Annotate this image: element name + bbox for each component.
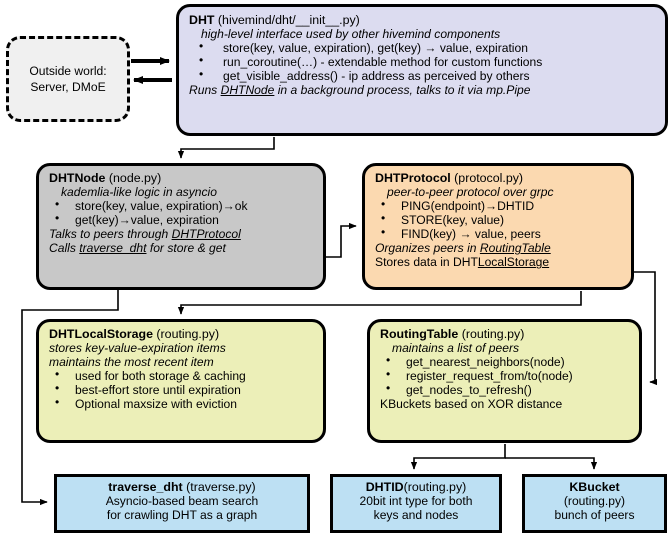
dhtnode-bullet-1: get(key)→value, expiration <box>49 212 317 227</box>
node-dhtnode[interactable]: DHTNode (node.py) kademlia-like logic in… <box>36 163 326 290</box>
dht-bullet-0: store(key, value, expiration), get(key) … <box>189 40 657 55</box>
edge-dht-to-dhtnode <box>177 137 275 159</box>
routingtable-title: RoutingTable (routing.py) <box>380 327 633 341</box>
kbucket-line1: bunch of peers <box>554 508 635 523</box>
dhtprotocol-bullet-list: PING(endpoint)→DHTID STORE(key, value) F… <box>375 198 625 241</box>
routingtable-name: RoutingTable <box>380 327 459 341</box>
kbucket-name: KBucket <box>569 480 620 494</box>
dhtlocalstorage-name: DHTLocalStorage <box>49 327 153 341</box>
traverse-dht-file: (traverse.py) <box>186 480 256 494</box>
dhtlocalstorage-bullet-0: used for both storage & caching <box>49 368 317 383</box>
routingtable-bullet-list: get_nearest_neighbors(node) register_req… <box>380 354 633 397</box>
traverse-dht-name: traverse_dht <box>108 480 183 494</box>
node-kbucket[interactable]: KBucket (routing.py) bunch of peers <box>522 474 667 533</box>
node-outside-world[interactable]: Outside world: Server, DMoE <box>6 36 130 122</box>
kbucket-file: (routing.py) <box>563 494 626 509</box>
traverse-dht-line2: for crawling DHT as a graph <box>106 508 258 523</box>
node-dhtprotocol[interactable]: DHTProtocol (protocol.py) peer-to-peer p… <box>362 163 634 290</box>
node-dht[interactable]: DHT (hivemind/dht/__init__.py) high-leve… <box>176 4 668 136</box>
dhtlocalstorage-bullet-2: Optional maxsize with eviction <box>49 396 317 411</box>
node-routingtable[interactable]: RoutingTable (routing.py) maintains a li… <box>367 319 642 443</box>
dhtprotocol-subtitle: peer-to-peer protocol over grpc <box>387 185 554 200</box>
edge-dhtprotocol-to-localstorage <box>177 291 582 315</box>
node-traverse-dht[interactable]: traverse_dht (traverse.py) Asyncio-based… <box>54 474 310 533</box>
dhtnode-name: DHTNode <box>49 171 106 185</box>
dhtnode-file: (node.py) <box>108 171 162 185</box>
dht-bullet-1: run_coroutine(…) - extendable method for… <box>189 54 657 69</box>
outside-world-text: Outside world: Server, DMoE <box>29 63 106 96</box>
dht-name: DHT <box>189 13 215 27</box>
dhtlocalstorage-bullet-list: used for both storage & caching best-eff… <box>49 368 317 411</box>
dhtprotocol-name: DHTProtocol <box>375 171 451 185</box>
dhtnode-footer-2: Calls traverse_dht for store & get <box>49 241 317 255</box>
dhtprotocol-file: (protocol.py) <box>454 171 524 185</box>
dht-subtitle: high-level interface used by other hivem… <box>201 27 501 42</box>
dht-title: DHT (hivemind/dht/__init__.py) <box>189 13 657 27</box>
dhtprotocol-bullet-1: STORE(key, value) <box>375 212 625 227</box>
dhtid-file: (routing.py) <box>403 480 467 494</box>
traverse-dht-line1: Asyncio-based beam search <box>105 494 259 509</box>
dhtprotocol-footer2-pre: Stores data in DHT <box>375 255 478 270</box>
dhtnode-footer-1: Talks to peers through DHTProtocol <box>49 227 317 241</box>
dhtlocalstorage-subtitle-2: maintains the most recent item <box>49 355 214 370</box>
dhtprotocol-footer-1: Organizes peers in RoutingTable <box>375 241 625 255</box>
node-dhtlocalstorage[interactable]: DHTLocalStorage (routing.py) stores key-… <box>36 319 326 443</box>
outside-world-line1: Outside world: <box>29 63 107 78</box>
dhtprotocol-footer2-link[interactable]: LocalStorage <box>477 255 550 270</box>
dht-footer: Runs DHTNode in a background process, ta… <box>189 83 657 97</box>
routingtable-subtitle: maintains a list of peers <box>392 341 520 356</box>
routingtable-file: (routing.py) <box>461 327 525 341</box>
dhtprotocol-bullet-2: FIND(key) → value, peers <box>375 226 625 241</box>
dhtlocalstorage-bullet-1: best-effort store until expiration <box>49 382 317 397</box>
dhtnode-title: DHTNode (node.py) <box>49 171 317 185</box>
dhtid-title: DHTID(routing.py) <box>337 480 495 494</box>
dhtprotocol-footer-2: Stores data in DHTLocalStorage <box>375 255 625 269</box>
dht-footer-pre: Runs <box>189 83 221 98</box>
traverse-dht-title: traverse_dht (traverse.py) <box>61 480 303 494</box>
kbucket-title: KBucket <box>529 480 660 494</box>
dhtprotocol-title: DHTProtocol (protocol.py) <box>375 171 625 185</box>
dhtnode-subtitle: kademlia-like logic in asyncio <box>61 185 217 200</box>
dhtprotocol-footer1-link[interactable]: RoutingTable <box>479 241 551 256</box>
edge-dhtnode-to-dhtprotocol <box>322 222 357 258</box>
dhtlocalstorage-subtitle-1: stores key-value-expiration items <box>49 341 226 356</box>
dhtnode-footer1-pre: Talks to peers through <box>49 227 172 242</box>
dhtid-line2: keys and nodes <box>373 508 459 523</box>
routingtable-bullet-0: get_nearest_neighbors(node) <box>380 354 633 369</box>
outside-world-line2: Server, DMoE <box>30 80 106 94</box>
routingtable-bullet-1: register_request_from/to(node) <box>380 368 633 383</box>
dhtid-name: DHTID <box>365 480 404 494</box>
routingtable-footer: KBuckets based on XOR distance <box>380 397 563 412</box>
edge-routingtable-to-dhtid <box>410 444 506 470</box>
dhtnode-bullet-list: store(key, value, expiration)→ok get(key… <box>49 198 317 227</box>
dhtprotocol-bullet-0: PING(endpoint)→DHTID <box>375 198 625 213</box>
dhtnode-footer1-link[interactable]: DHTProtocol <box>171 227 241 242</box>
dhtid-line1: 20bit int type for both <box>359 494 473 509</box>
dhtlocalstorage-file: (routing.py) <box>156 327 220 341</box>
dht-bullet-list: store(key, value, expiration), get(key) … <box>189 40 657 83</box>
dht-footer-post: in a background process, talks to it via… <box>274 83 531 98</box>
dhtnode-footer2-post: for store & get <box>146 241 226 256</box>
node-dhtid[interactable]: DHTID(routing.py) 20bit int type for bot… <box>330 474 502 533</box>
dhtnode-bullet-0: store(key, value, expiration)→ok <box>49 198 317 213</box>
dhtprotocol-footer1-pre: Organizes peers in <box>375 241 480 256</box>
dht-bullet-2: get_visible_address() - ip address as pe… <box>189 68 657 83</box>
dhtnode-footer2-link[interactable]: traverse_dht <box>79 241 147 256</box>
dht-footer-link[interactable]: DHTNode <box>220 83 275 98</box>
dht-file: (hivemind/dht/__init__.py) <box>217 13 360 27</box>
dhtlocalstorage-title: DHTLocalStorage (routing.py) <box>49 327 317 341</box>
dhtnode-footer2-pre: Calls <box>49 241 80 256</box>
routingtable-bullet-2: get_nodes_to_refresh() <box>380 382 633 397</box>
edge-routingtable-to-kbucket <box>505 457 598 470</box>
